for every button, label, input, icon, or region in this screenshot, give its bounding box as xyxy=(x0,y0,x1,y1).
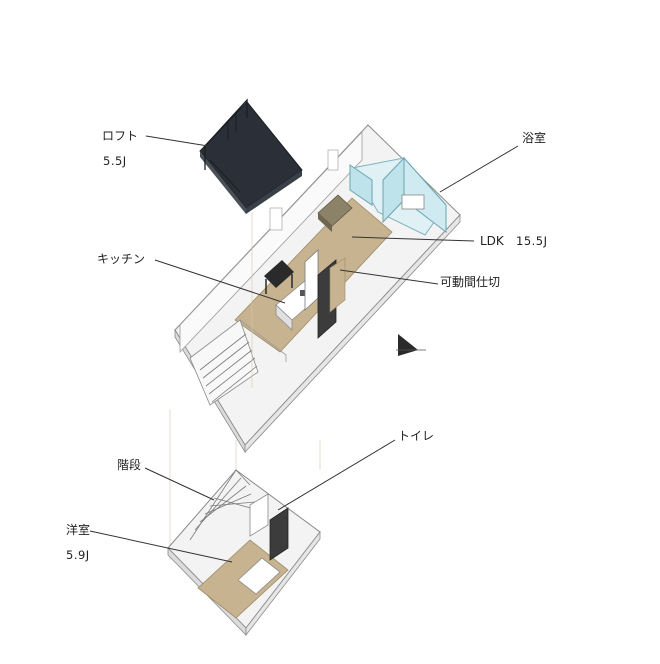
toilet-label: トイレ xyxy=(398,429,435,443)
bath-label: 浴室 xyxy=(522,131,547,145)
loft-platform xyxy=(199,98,303,214)
partition-label: 可動間仕切 xyxy=(440,275,501,289)
leader-lines xyxy=(89,135,519,563)
kitchen-label: キッチン xyxy=(97,252,146,266)
western-area-label: 5.9J xyxy=(66,548,90,562)
stairs-label: 階段 xyxy=(117,458,142,472)
loft-label: ロフト xyxy=(102,129,139,143)
lower-floor xyxy=(167,469,321,637)
projection-lines xyxy=(169,212,321,560)
upper-floor xyxy=(174,124,461,454)
loft-area-label: 5.5J xyxy=(103,154,127,168)
western-room-label: 洋室 xyxy=(66,523,91,537)
ldk-area-label: 15.5J xyxy=(516,234,548,248)
north-arrow-icon xyxy=(396,334,426,356)
ldk-label: LDK xyxy=(480,234,504,248)
